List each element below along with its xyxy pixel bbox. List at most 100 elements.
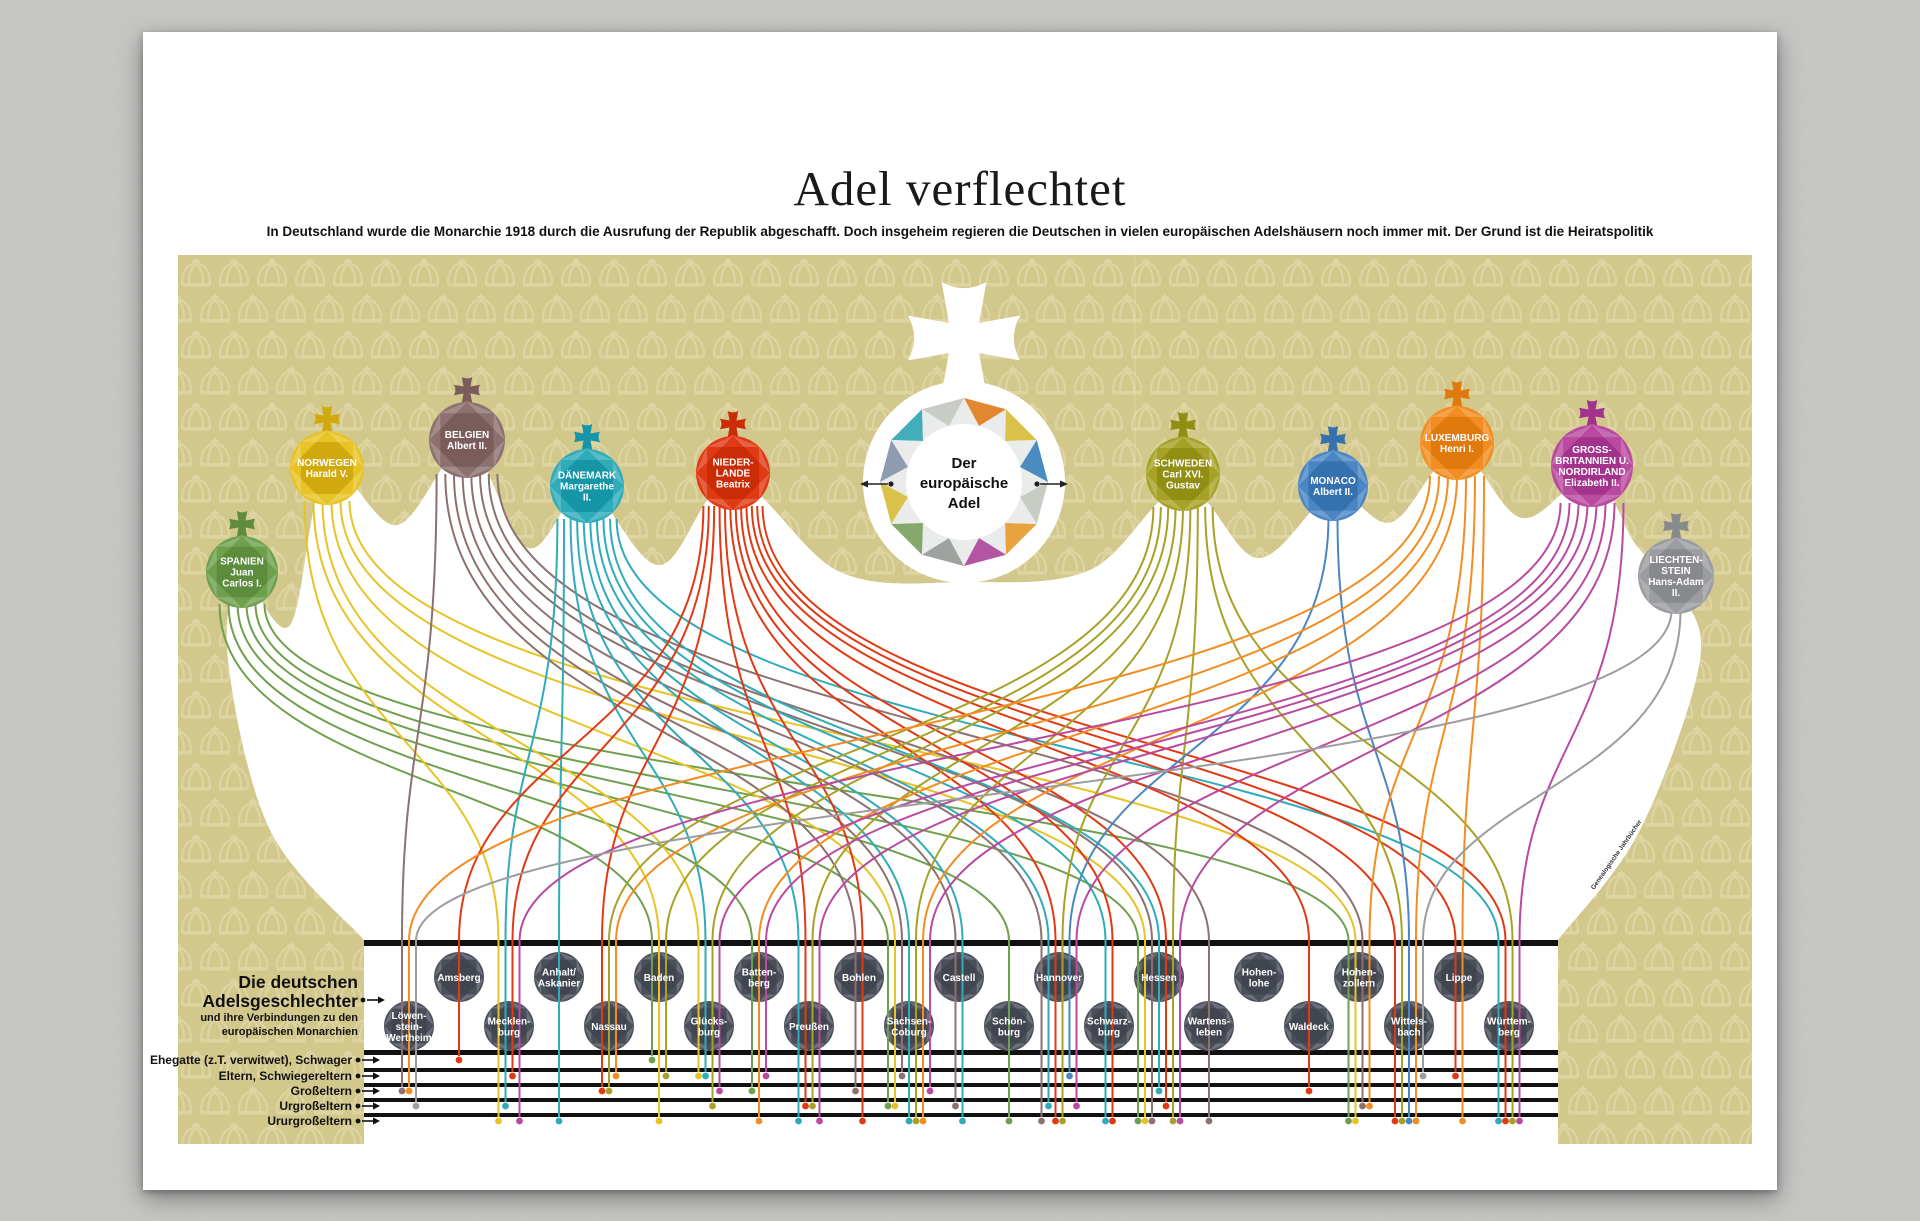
svg-text:Württem-: Württem- [1487, 1017, 1531, 1028]
legend-row: Eltern, Schwiegereltern [219, 1069, 380, 1083]
marriage-curve [609, 518, 1160, 942]
monarch-label: Margarethe [560, 482, 614, 493]
lineage-dot [612, 1072, 620, 1080]
svg-text:Nassau: Nassau [591, 1022, 627, 1033]
marriage-curve [734, 505, 1114, 942]
lineage-dot [1109, 1117, 1116, 1125]
lineage-dot [709, 1102, 716, 1110]
lineage-dot [695, 1072, 702, 1080]
svg-text:Mecklen-: Mecklen- [488, 1017, 531, 1028]
house-label: Anhalt/Askanier [538, 968, 580, 990]
legend-row: Ururgroßeltern [267, 1114, 380, 1128]
lineage-dot [702, 1072, 709, 1080]
house-label: Schwarz-burg [1087, 1017, 1131, 1039]
marriage-curve [718, 502, 1571, 942]
svg-text:burg: burg [998, 1028, 1020, 1039]
marriage-curve [1422, 609, 1682, 942]
svg-text:Wittels-: Wittels- [1391, 1017, 1427, 1028]
marriage-curve [1204, 506, 1403, 942]
marriage-curve [218, 603, 653, 942]
band-rule [364, 1050, 1558, 1055]
monarch-label: Hans-Adam [1648, 577, 1704, 588]
house-label: Hessen [1141, 973, 1177, 984]
band-rule [364, 940, 1558, 946]
left-block-subtitle: europäischen Monarchien [222, 1026, 359, 1038]
monarch-label: Juan [230, 568, 253, 579]
lineage-dot [952, 1102, 959, 1110]
svg-text:Wartens-: Wartens- [1188, 1017, 1230, 1028]
lineage-dot [1495, 1117, 1502, 1125]
lineage-dot [502, 1102, 509, 1110]
lineage-dot [495, 1117, 502, 1125]
house-label: Löwen-stein-Wertheim [386, 1011, 431, 1044]
monarch-cross-icon [1579, 400, 1605, 426]
monarch-label: BRITANNIEN U. [1555, 456, 1629, 467]
house-node [484, 1001, 534, 1051]
marriage-curve [303, 500, 500, 942]
lineage-dot [919, 1117, 927, 1125]
marriage-curve [444, 473, 857, 942]
legend-row: Großeltern [291, 1084, 380, 1098]
legend-label: Ehegatte (z.T. verwitwet), Schwager [150, 1053, 352, 1067]
lineage-dot [1134, 1117, 1142, 1125]
marriage-curve [518, 502, 1562, 942]
house-label: Amsberg [437, 973, 480, 984]
marriage-curve [504, 518, 559, 942]
lineage-dot [1412, 1117, 1420, 1125]
lineage-dot [1038, 1117, 1045, 1125]
lineage-dot [762, 1072, 770, 1080]
svg-text:lohe: lohe [1249, 979, 1270, 990]
marriage-curve [711, 506, 1170, 942]
monarch-label: SCHWEDEN [1154, 459, 1212, 470]
marriage-curve [929, 502, 1598, 942]
marriage-curve [511, 505, 710, 942]
monarch-label: Elizabeth II. [1564, 478, 1619, 489]
monarch-label: Gustav [1166, 481, 1200, 492]
marriage-curve [487, 473, 1210, 942]
monarch-label: SPANIEN [220, 557, 264, 568]
monarch-label: STEIN [1661, 566, 1690, 577]
band-rule [364, 1113, 1558, 1117]
marriage-curve [761, 505, 1507, 942]
lineage-dot [1176, 1117, 1184, 1125]
page-subtitle: In Deutschland wurde die Monarchie 1918 … [266, 224, 1654, 239]
marriage-curve [718, 505, 807, 942]
lineage-dot [1148, 1117, 1156, 1125]
lineage-dot [1398, 1117, 1406, 1125]
monarch-cross-icon [229, 511, 255, 537]
marriage-curve [408, 475, 1431, 942]
orb-label: europäische [920, 475, 1008, 492]
monarch-label: NORWEGEN [297, 458, 357, 469]
marriage-curve [665, 506, 1162, 942]
left-block-title: Adelsgeschlechter [202, 991, 358, 1011]
lineage-dot [809, 1102, 816, 1110]
marriage-curve [1179, 502, 1616, 942]
lineage-dot [516, 1117, 523, 1125]
marriage-curve [601, 505, 716, 942]
marriage-lines [218, 473, 1682, 1125]
legend-label: Großeltern [291, 1084, 352, 1098]
monarch-cross-icon [1320, 426, 1346, 452]
lineage-dot [648, 1056, 656, 1064]
marriage-curve [401, 473, 438, 942]
left-block-subtitle: und ihre Verbindungen zu den [200, 1012, 358, 1024]
infographic-canvas: DereuropäischeAdelLöwen-stein-WertheimAm… [150, 255, 1752, 1144]
marriage-curve [765, 502, 1580, 942]
marriage-curve [1075, 502, 1607, 942]
lineage-dot [1452, 1072, 1459, 1080]
monarch-label: Albert II. [447, 441, 487, 452]
lineage-dot [455, 1056, 463, 1064]
monarch-cross-icon [1444, 381, 1470, 407]
house-label: Waldeck [1289, 1022, 1330, 1033]
marriage-curve [723, 505, 864, 942]
lineage-dot [926, 1087, 934, 1095]
marriage-curve [569, 518, 707, 942]
monarch-label: NORDIRLAND [1558, 467, 1625, 478]
svg-text:Lippe: Lippe [1446, 973, 1473, 984]
lineage-dot [816, 1117, 823, 1125]
monarch-cross-icon [574, 424, 600, 450]
monarch-label: GROSS- [1572, 445, 1611, 456]
